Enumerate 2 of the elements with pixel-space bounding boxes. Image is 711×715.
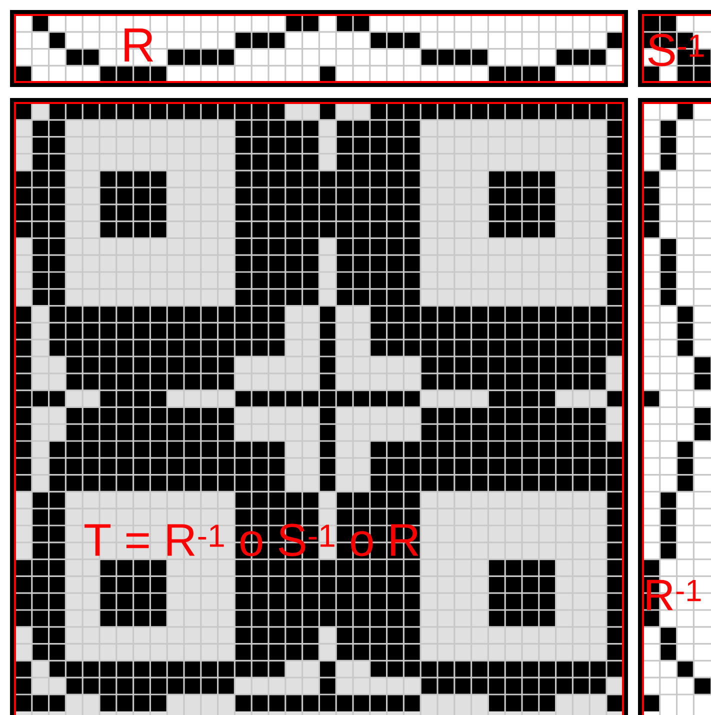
- grid-label: R: [124, 28, 154, 62]
- grid-label: R$^{-1}$: [646, 580, 701, 610]
